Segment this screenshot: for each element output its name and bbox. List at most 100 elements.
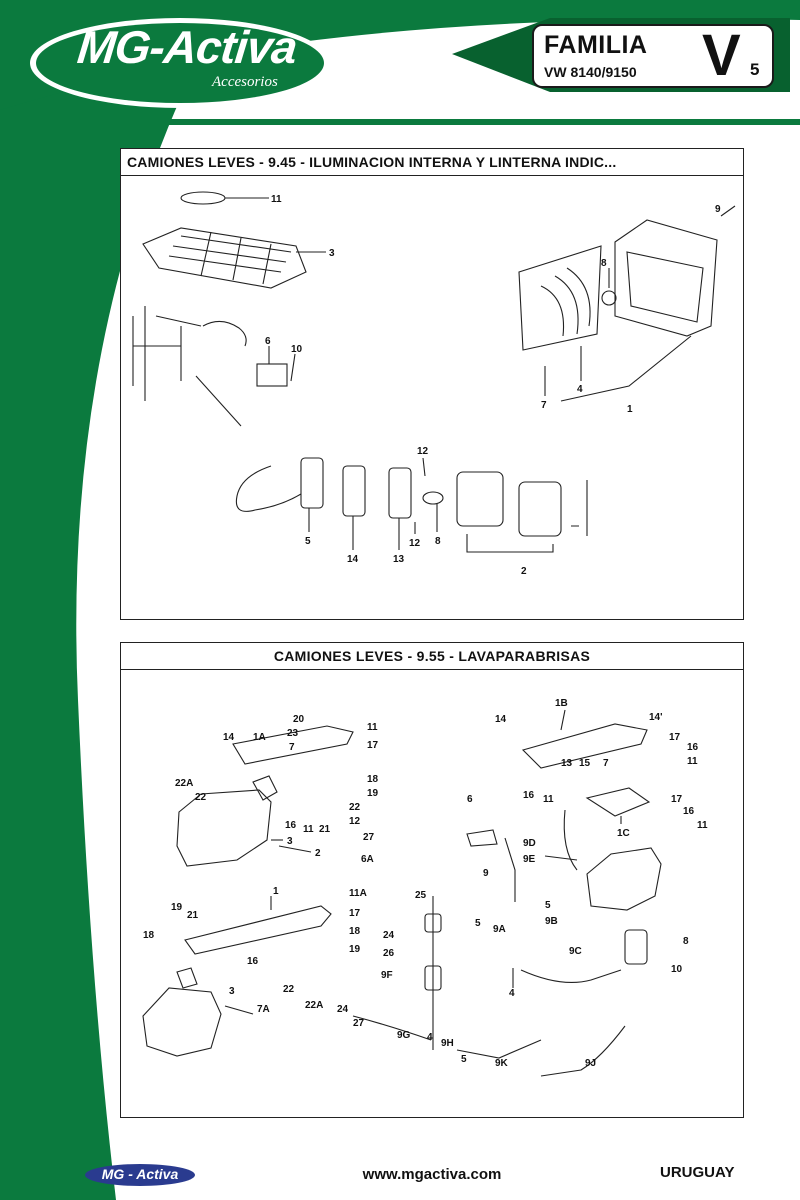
callout: 6 — [467, 794, 473, 805]
callout: 3 — [229, 986, 235, 997]
part-hose-9g — [352, 1015, 432, 1041]
callout: 27 — [353, 1018, 365, 1029]
callout: 8 — [601, 258, 607, 269]
part-reservoir-7a — [142, 987, 222, 1057]
callout: 26 — [383, 948, 395, 959]
exploded-diagram-iluminacion: 11 3 6 10 9 8 7 4 1 12 12 8 5 14 13 2 — [132, 191, 736, 577]
callout: 9C — [569, 946, 582, 957]
part-wire-loom — [235, 465, 302, 512]
part-switch — [256, 363, 288, 387]
part-socket-13 — [388, 467, 412, 519]
familia-number: 5 — [750, 60, 760, 79]
part-indicator-bulb — [601, 290, 617, 306]
callout: 9 — [483, 868, 489, 879]
leader-10 — [290, 353, 296, 382]
callout: 7 — [289, 742, 295, 753]
leader-9 — [720, 205, 736, 217]
part-bracket-1b — [521, 723, 648, 769]
callout: 5 — [305, 536, 311, 547]
part-bracket-1c — [585, 787, 651, 817]
callout: 22 — [349, 802, 361, 813]
diagram-panel-iluminacion: CAMIONES LEVES - 9.45 - ILUMINACION INTE… — [120, 148, 744, 620]
callout: 2 — [521, 566, 527, 577]
part-reservoir-right — [586, 847, 662, 911]
part-connector-24 — [424, 913, 442, 933]
callout: 9D — [523, 838, 536, 849]
callout: 7A — [257, 1004, 270, 1015]
callout: 16 — [687, 742, 699, 753]
panel-title: CAMIONES LEVES - 9.55 - LAVAPARABRISAS — [121, 643, 743, 670]
leader-1 — [560, 335, 692, 402]
leader-7a — [224, 1005, 254, 1015]
callout: 14 — [495, 714, 507, 725]
part-base-14 — [342, 465, 366, 517]
callout: 17 — [349, 908, 361, 919]
callout: 24 — [383, 930, 395, 941]
callout: 1 — [627, 404, 633, 415]
callout: 6A — [361, 854, 374, 865]
callout: 1C — [617, 828, 630, 839]
familia-letter: V — [702, 23, 741, 88]
callout: 24 — [337, 1004, 349, 1015]
part-hose-9c — [520, 969, 622, 983]
exploded-diagram-lavaparabrisas: 20 23 11 7 17 14 1A 18 22A 22 19 16 11 2… — [142, 698, 708, 1077]
leader-9e — [544, 855, 578, 861]
callout: 9H — [441, 1038, 454, 1049]
part-hose-9 — [504, 837, 516, 902]
callout: 17 — [367, 740, 379, 751]
part-indicator-housing — [614, 219, 718, 337]
callout: 16 — [247, 956, 259, 967]
callout: 1 — [273, 886, 279, 897]
callout: 15 — [579, 758, 591, 769]
callout: 9A — [493, 924, 506, 935]
part-pump-8 — [624, 929, 648, 965]
footer-logo-badge — [85, 1164, 195, 1186]
callout: 14' — [649, 712, 663, 723]
callout: 4 — [509, 988, 515, 999]
diagram-panel-lavaparabrisas: CAMIONES LEVES - 9.55 - LAVAPARABRISAS — [120, 642, 744, 1118]
callout: 19 — [367, 788, 379, 799]
part-nozzle-6 — [466, 829, 498, 847]
callout: 8 — [435, 536, 441, 547]
header-divider — [60, 119, 800, 125]
callout: 22A — [175, 778, 193, 789]
callout: 5 — [545, 900, 551, 911]
familia-label: FAMILIA — [544, 31, 648, 59]
part-hose-9d — [563, 809, 578, 871]
callout: 9G — [397, 1030, 411, 1041]
part-bezel — [518, 481, 562, 537]
callout: 1B — [555, 698, 568, 709]
callout: 25 — [415, 890, 427, 901]
callout: 11 — [303, 824, 314, 835]
callout: 11 — [687, 756, 698, 767]
callout: 18 — [143, 930, 155, 941]
callout: 17 — [671, 794, 683, 805]
callout: 4 — [577, 384, 583, 395]
part-gasket-5 — [300, 457, 324, 509]
familia-badge: FAMILIA VW 8140/9150 V 5 — [532, 23, 774, 88]
callout: 18 — [349, 926, 361, 937]
callout: 16 — [285, 820, 297, 831]
callout: 5 — [461, 1054, 467, 1065]
callout: 13 — [393, 554, 405, 565]
callout: 8 — [683, 936, 689, 947]
callout: 9 — [715, 204, 721, 215]
part-reservoir-2 — [176, 789, 272, 867]
part-bracket-1 — [184, 905, 332, 955]
part-connector-9f — [424, 965, 442, 991]
callout: 11 — [543, 794, 554, 805]
leader-2 — [278, 845, 312, 853]
part-bulb-8 — [422, 491, 444, 505]
part-lens-cap — [456, 471, 504, 527]
part-hose-9j — [540, 1025, 626, 1077]
callout: 14 — [347, 554, 359, 565]
footer-url[interactable]: www.mgactiva.com — [362, 1166, 502, 1183]
model-label: VW 8140/9150 — [544, 64, 637, 80]
footer-country: URUGUAY — [660, 1164, 735, 1181]
callout: 13 — [561, 758, 573, 769]
callout: 12 — [417, 446, 429, 457]
leader-1b — [560, 709, 566, 731]
callout: 7 — [603, 758, 609, 769]
brand-logo-text: MG-Activa — [75, 21, 299, 73]
callout: 22A — [305, 1000, 323, 1011]
